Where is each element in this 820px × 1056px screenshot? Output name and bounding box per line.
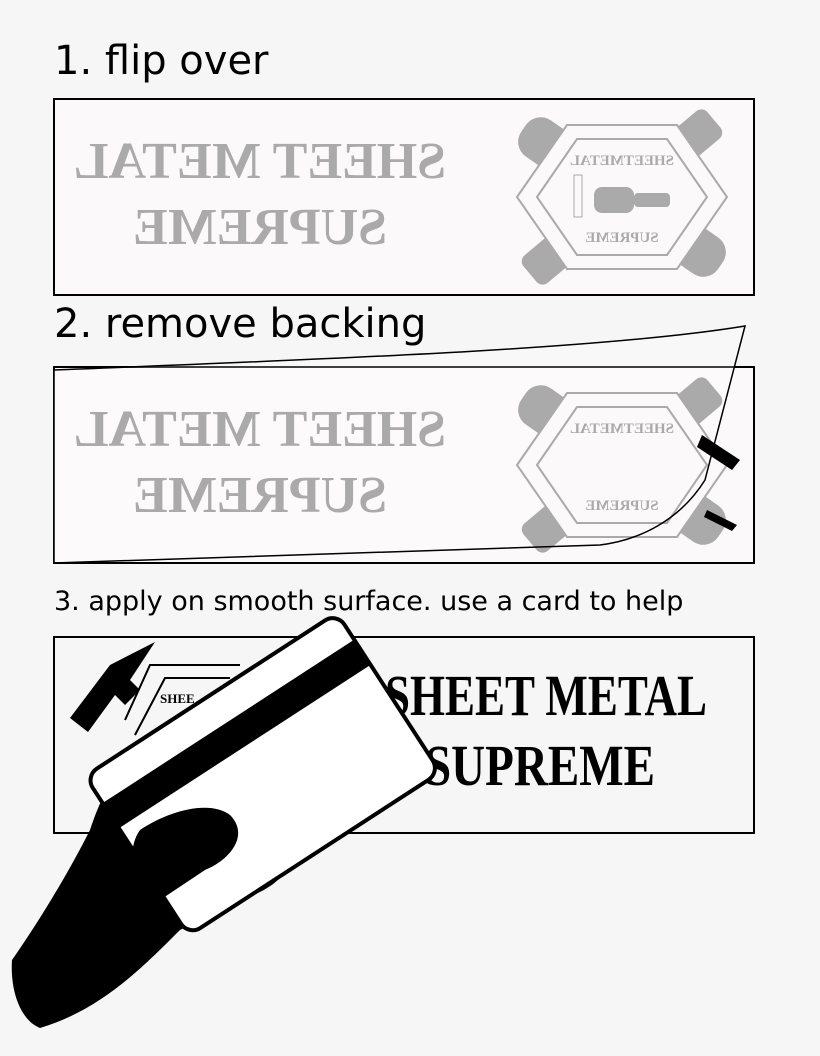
mirrored-emblem: SHEETMETAL SUPREME: [511, 106, 733, 288]
panel-1: SHEETMETAL SUPREME SHEET METAL SUPREME: [53, 98, 755, 296]
logo-line2: SUPREME: [425, 733, 655, 798]
logo-line1: SHEET METAL: [385, 663, 707, 728]
emblem-line2: SUPREME: [585, 498, 658, 514]
emblem-line2: SUPREME: [585, 230, 658, 246]
step-1-label: 1. flip over: [54, 38, 269, 84]
emblem-line1: SHEETMETAL: [570, 421, 674, 437]
step-2-label: 2. remove backing: [54, 301, 426, 347]
emblem-line1: SHEETMETAL: [570, 153, 674, 169]
mirrored-logo-line2: SUPREME: [133, 467, 387, 524]
step-3-label: 3. apply on smooth surface. use a card t…: [54, 586, 683, 617]
mirrored-emblem: SHEETMETAL SUPREME: [511, 374, 740, 556]
partial-emblem-text: SHEE: [160, 691, 195, 706]
thumb-icon: [131, 807, 239, 900]
panel-2: SHEETMETAL SUPREME SHEET METAL SUPREME: [53, 325, 755, 564]
mirrored-logo-line1: SHEET METAL: [74, 401, 446, 458]
fist-hammer-icon: [573, 174, 670, 218]
mirrored-logo-line1: SHEET METAL: [74, 133, 446, 190]
peeling-backing: [53, 325, 747, 564]
hand-with-card-illustration: [11, 616, 437, 1028]
mirrored-logo-line2: SUPREME: [133, 199, 387, 256]
hammer-icon: [70, 642, 155, 732]
